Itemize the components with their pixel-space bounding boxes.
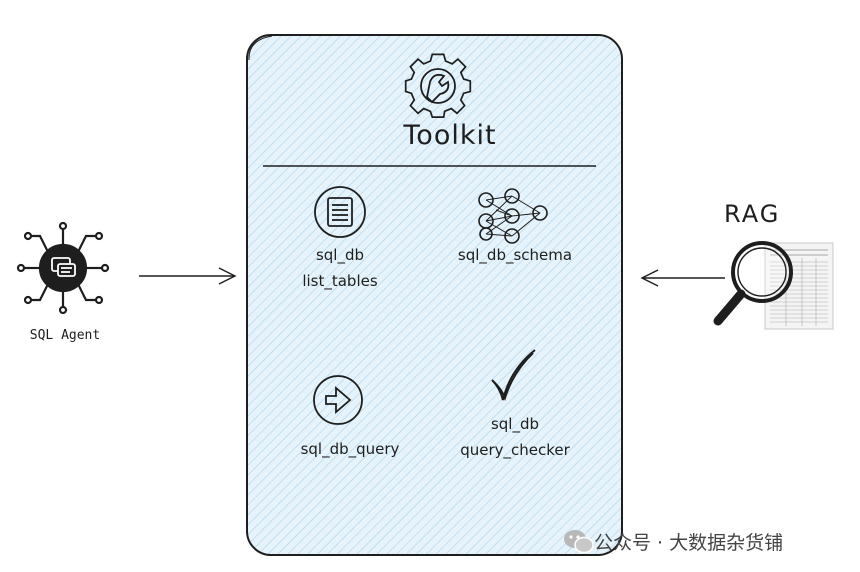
neural-network-icon xyxy=(478,188,548,244)
tool-query-checker-line1: sql_db xyxy=(490,415,540,433)
tool-query-checker-line2: query_checker xyxy=(460,441,570,459)
magnifier-newspaper-icon xyxy=(713,241,834,330)
arrow-right-icon xyxy=(313,375,363,425)
tool-query: sql_db_query xyxy=(285,436,415,462)
tool-schema: sql_db_schema xyxy=(440,242,590,268)
toolkit-panel xyxy=(246,34,623,556)
tool-schema-line1: sql_db_schema xyxy=(457,246,573,264)
wechat-icon xyxy=(564,530,594,554)
tool-list-tables: sql_db list_tables xyxy=(280,242,400,294)
tool-list-tables-line1: sql_db xyxy=(315,246,365,264)
tool-query-checker: sql_db query_checker xyxy=(450,411,580,463)
gear-wrench-icon xyxy=(404,53,472,118)
sql-agent-label: SQL Agent xyxy=(29,328,101,343)
rag-label: RAG xyxy=(724,200,781,228)
tool-list-tables-line2: list_tables xyxy=(302,272,378,290)
watermark-text: 公众号 · 大数据杂货铺 xyxy=(594,532,784,554)
list-document-icon xyxy=(314,186,366,238)
watermark: 公众号 · 大数据杂货铺 xyxy=(560,528,783,555)
tool-query-line1: sql_db_query xyxy=(300,440,400,458)
checkmark-icon xyxy=(491,349,536,402)
chat-chip-icon xyxy=(16,221,110,315)
toolkit-title: Toolkit xyxy=(403,120,497,151)
arrow-rag-to-toolkit xyxy=(640,269,725,287)
arrow-agent-to-toolkit xyxy=(139,267,237,285)
newspaper-image xyxy=(764,242,834,330)
